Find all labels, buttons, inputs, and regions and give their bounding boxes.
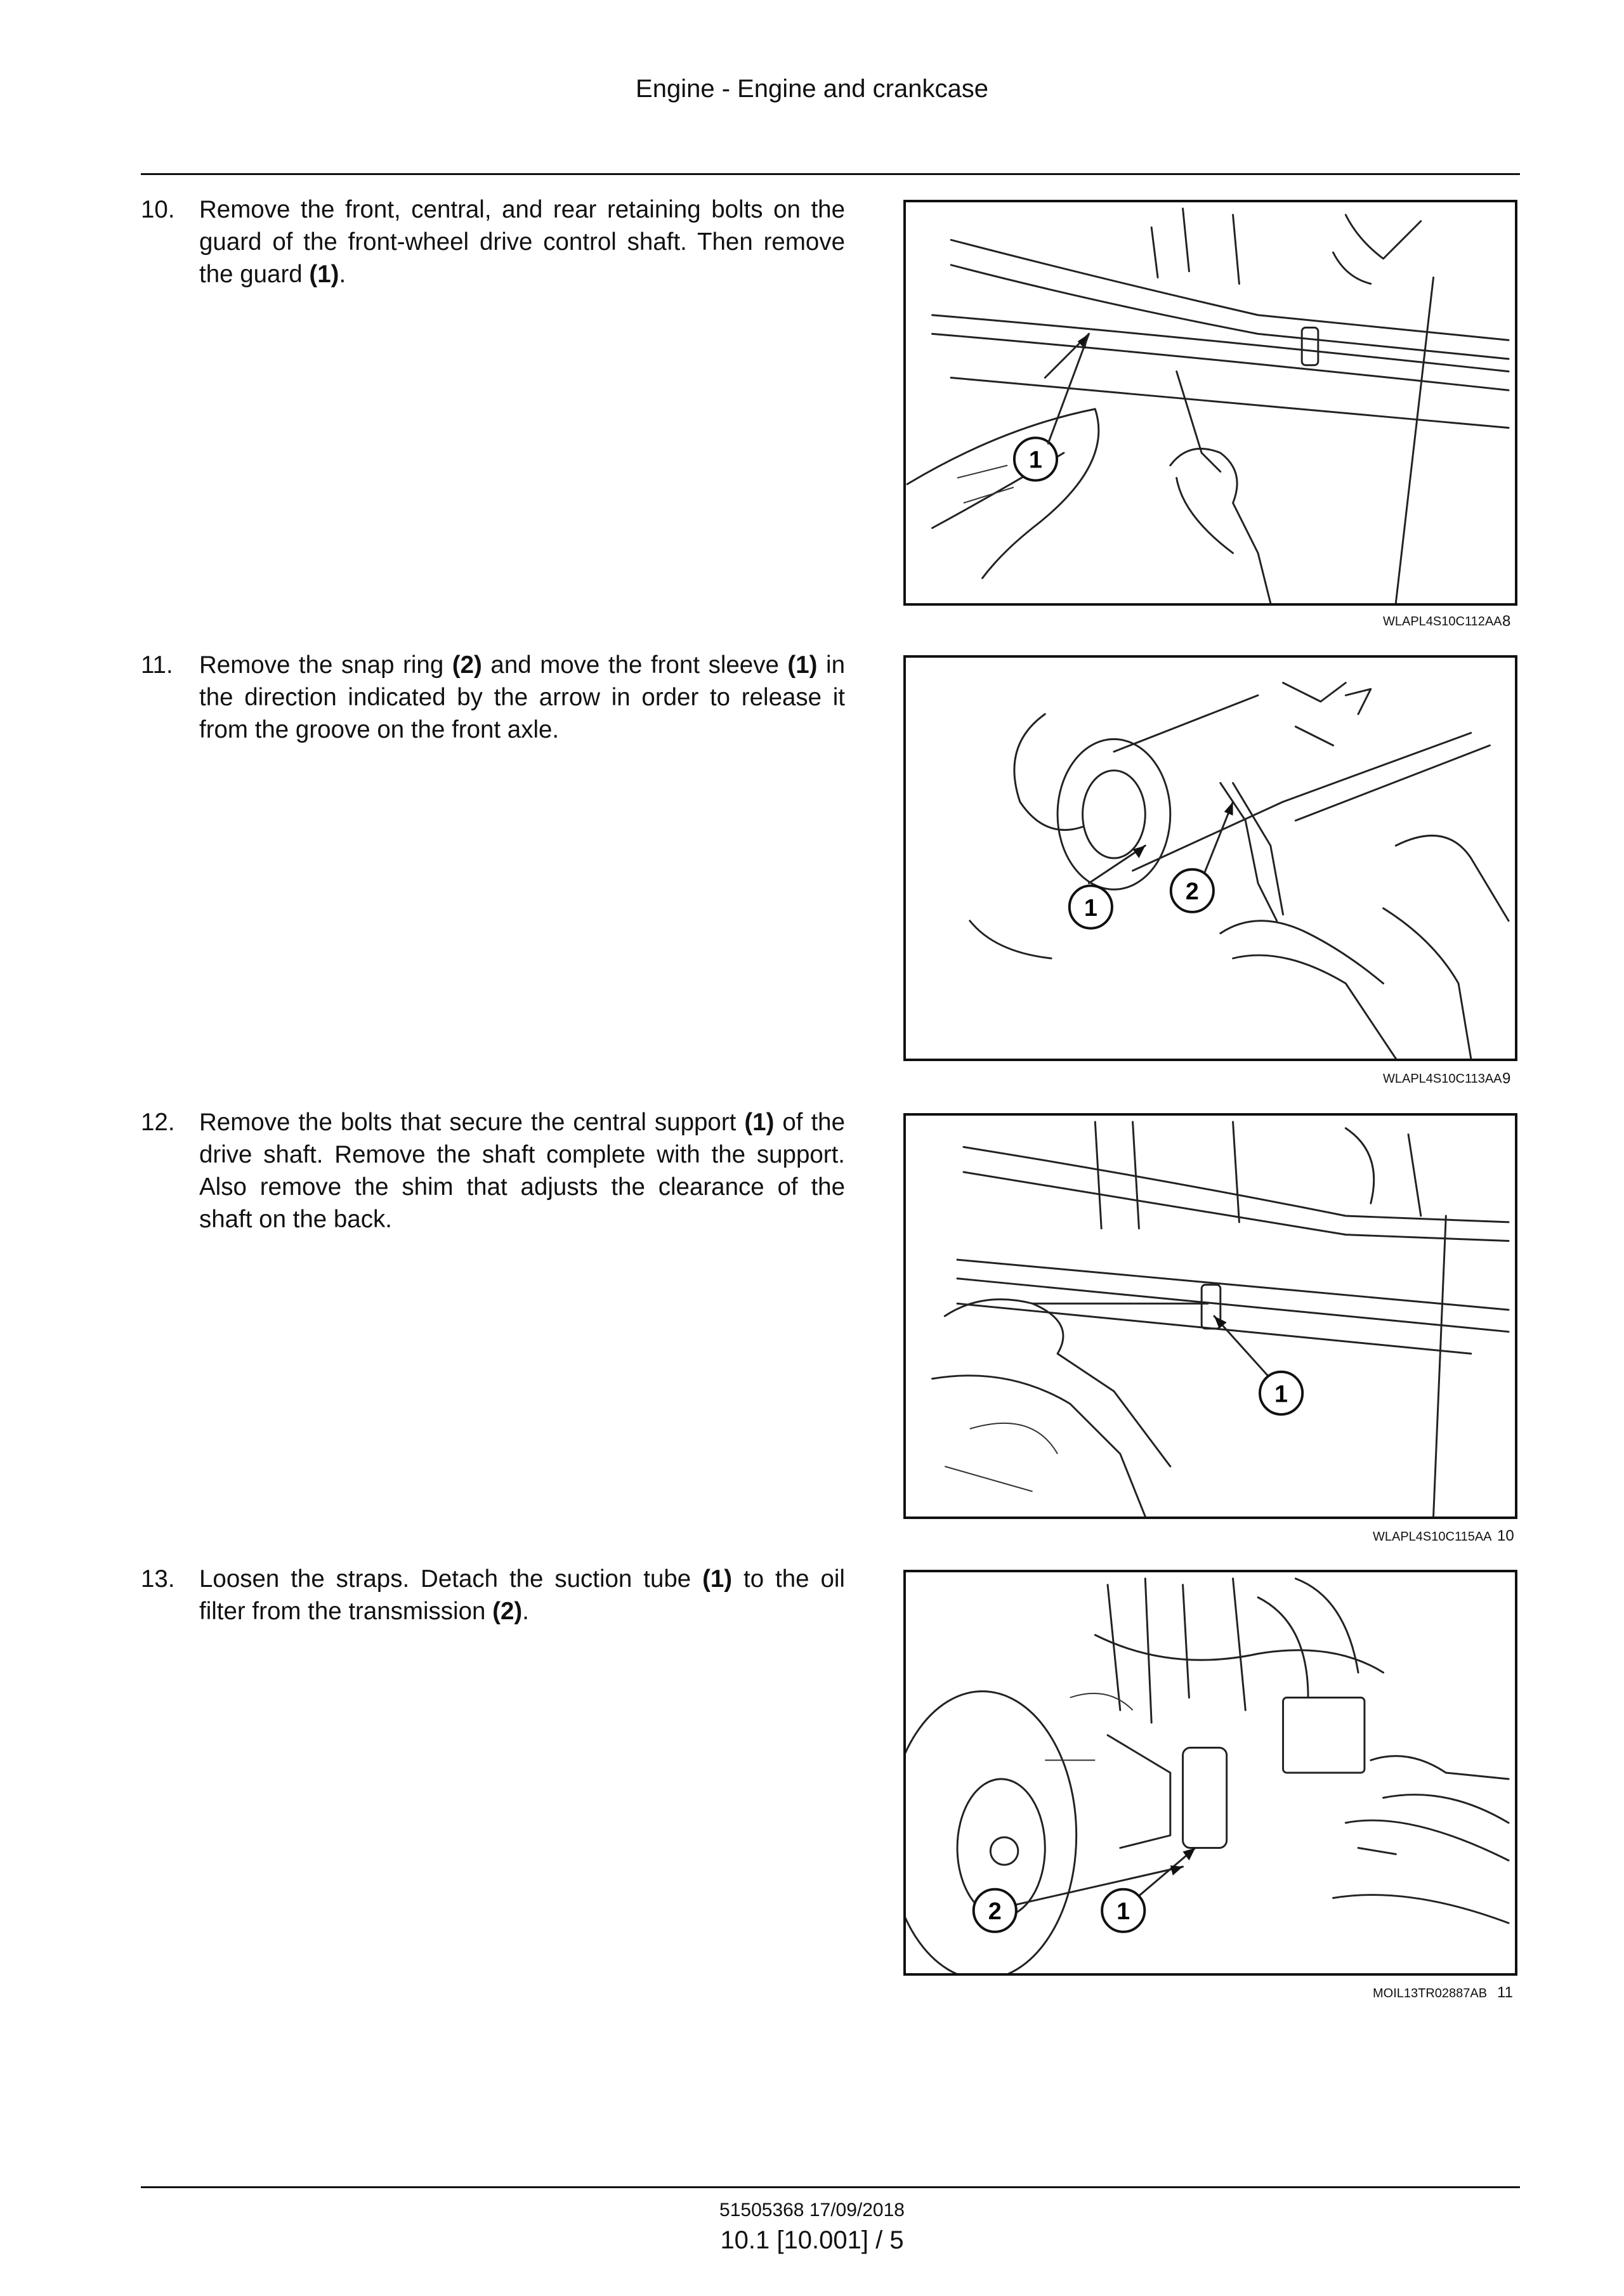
figure-11-number: 11 bbox=[1497, 1984, 1513, 2001]
snap-ring-removal-drawing: 1 2 bbox=[969, 682, 1510, 1059]
figure-9-callout-2: 2 bbox=[1169, 868, 1215, 913]
step-text: Loosen the straps. Detach the suction tu… bbox=[199, 1565, 845, 1625]
step-number: 13. bbox=[141, 1565, 175, 1593]
step-number: 12. bbox=[141, 1109, 175, 1136]
figure-11-code: MOIL13TR02887AB bbox=[1373, 1986, 1488, 2000]
step-text: Remove the front, central, and rear reta… bbox=[199, 196, 845, 288]
suction-tube-detach-drawing: 2 1 bbox=[906, 1577, 1510, 1973]
step-text: Remove the bolts that secure the central… bbox=[199, 1109, 845, 1233]
step-number: 10. bbox=[141, 196, 175, 223]
svg-text:2: 2 bbox=[988, 1898, 1002, 1924]
figure-9-callout-1: 1 bbox=[1068, 884, 1113, 930]
figure-10-illustration: 1 bbox=[903, 1113, 1517, 1519]
figure-11-callout-1: 1 bbox=[1101, 1888, 1146, 1933]
header-divider bbox=[141, 173, 1520, 175]
svg-text:1: 1 bbox=[1274, 1380, 1288, 1407]
figure-11-illustration: 2 1 bbox=[903, 1570, 1517, 1976]
central-support-removal-drawing: 1 bbox=[931, 1121, 1510, 1517]
svg-text:2: 2 bbox=[1186, 878, 1199, 904]
page-header-title: Engine - Engine and crankcase bbox=[636, 75, 988, 103]
svg-text:1: 1 bbox=[1029, 447, 1042, 473]
figure-10-callout-1: 1 bbox=[1259, 1370, 1304, 1416]
figure-9-code: WLAPL4S10C113AA bbox=[1383, 1072, 1502, 1086]
figure-10-code: WLAPL4S10C115AA bbox=[1373, 1530, 1492, 1544]
figure-8-number: 8 bbox=[1502, 613, 1511, 630]
figure-8-callout-1: 1 bbox=[1012, 436, 1059, 482]
svg-text:1: 1 bbox=[1116, 1898, 1130, 1924]
footer-document-id: 51505368 17/09/2018 bbox=[719, 2200, 905, 2221]
footer-divider bbox=[141, 2186, 1520, 2188]
guard-removal-drawing: 1 bbox=[906, 207, 1510, 603]
step-number: 11. bbox=[141, 651, 173, 679]
figure-9-number: 9 bbox=[1502, 1070, 1511, 1087]
svg-text:1: 1 bbox=[1084, 894, 1097, 921]
step-text: Remove the snap ring (2) and move the fr… bbox=[199, 651, 846, 743]
figure-8-illustration: 1 bbox=[903, 200, 1517, 606]
footer-page-reference: 10.1 [10.001] / 5 bbox=[720, 2226, 904, 2254]
figure-8-code: WLAPL4S10C112AA bbox=[1383, 615, 1502, 629]
figure-9-illustration: 1 2 bbox=[903, 655, 1517, 1061]
figure-11-callout-2: 2 bbox=[972, 1888, 1018, 1933]
figure-10-number: 10 bbox=[1497, 1527, 1514, 1544]
